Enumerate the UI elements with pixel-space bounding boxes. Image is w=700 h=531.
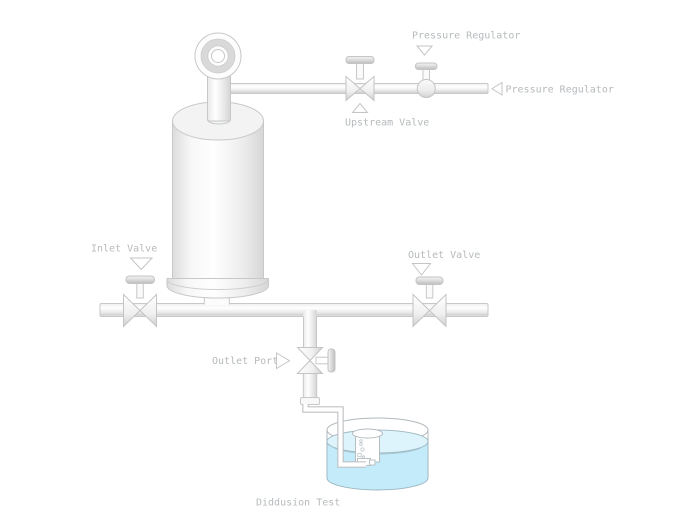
cylinder-body <box>172 120 264 280</box>
upstream-valve-left-wing <box>345 75 361 102</box>
lower-branch-pipe <box>302 371 318 400</box>
gauge-ring-outline <box>200 38 236 74</box>
label-outlet-valve: Outlet Valve <box>408 250 480 261</box>
bottom-pipe <box>99 303 489 317</box>
labels: Pressure Regulator Upstream Valve Pressu… <box>91 31 614 509</box>
inlet-valve <box>123 275 157 328</box>
label-upstream-valve: Upstream Valve <box>345 118 429 129</box>
drain-tube-core <box>303 404 366 467</box>
inlet-valve-handle <box>125 275 155 284</box>
branch-pipe-walls <box>303 316 317 349</box>
gas-cylinder <box>172 101 264 280</box>
collar-seam <box>166 279 269 290</box>
label-pressure-regulator-right: Pressure Regulator <box>506 85 614 96</box>
neck-entry-seam <box>207 119 231 125</box>
upstream-valve-right-wing <box>359 75 375 102</box>
tube-mouth <box>352 428 383 439</box>
outlet-port-stem <box>315 356 330 365</box>
regulator-ball <box>416 79 436 98</box>
outlet-valve-left-wing <box>412 293 431 328</box>
inlet-valve-right-wing <box>139 293 157 328</box>
outlet-valve <box>412 276 447 328</box>
label-inlet-valve: Inlet Valve <box>91 244 157 255</box>
label-diffusion-test: Diddusion Test <box>256 498 340 509</box>
pointer-down-icon <box>415 45 434 56</box>
pointer-down-icon <box>411 263 432 276</box>
gauge-ring <box>201 39 235 73</box>
branch-pipe-fill <box>303 310 317 349</box>
outlet-valve-handle <box>415 276 444 285</box>
outlet-port-handle <box>327 348 336 373</box>
gauge-ring-inline <box>207 45 229 67</box>
outlet-valve-right-wing <box>428 293 447 328</box>
outlet-port-bottom-wing <box>296 359 324 374</box>
drain-tube <box>302 404 366 468</box>
label-outlet-port: Outlet Port <box>212 356 278 367</box>
cylinder-bottom-collar <box>166 278 269 299</box>
measuring-tube <box>352 428 383 466</box>
pointer-right-icon <box>276 352 291 370</box>
label-pressure-regulator-top: Pressure Regulator <box>412 31 520 42</box>
pointer-up-icon <box>351 102 369 113</box>
outlet-port-top-wing <box>296 347 324 362</box>
pointer-left-icon <box>491 81 503 96</box>
branch-pipe-cap <box>300 397 320 405</box>
collar-body <box>166 278 269 299</box>
inlet-valve-left-wing <box>123 293 141 328</box>
upstream-valve-handle <box>345 56 375 64</box>
gauge-center <box>211 49 225 63</box>
pressure-gauge <box>194 32 242 80</box>
outlet-port-assembly <box>296 310 336 405</box>
pressure-regulator-valve <box>415 62 438 98</box>
tube-foot-block <box>369 459 376 466</box>
tube-graduations <box>357 439 365 459</box>
upstream-valve <box>345 56 375 102</box>
regulator-handle <box>415 62 438 70</box>
pointer-down-icon <box>129 257 154 271</box>
